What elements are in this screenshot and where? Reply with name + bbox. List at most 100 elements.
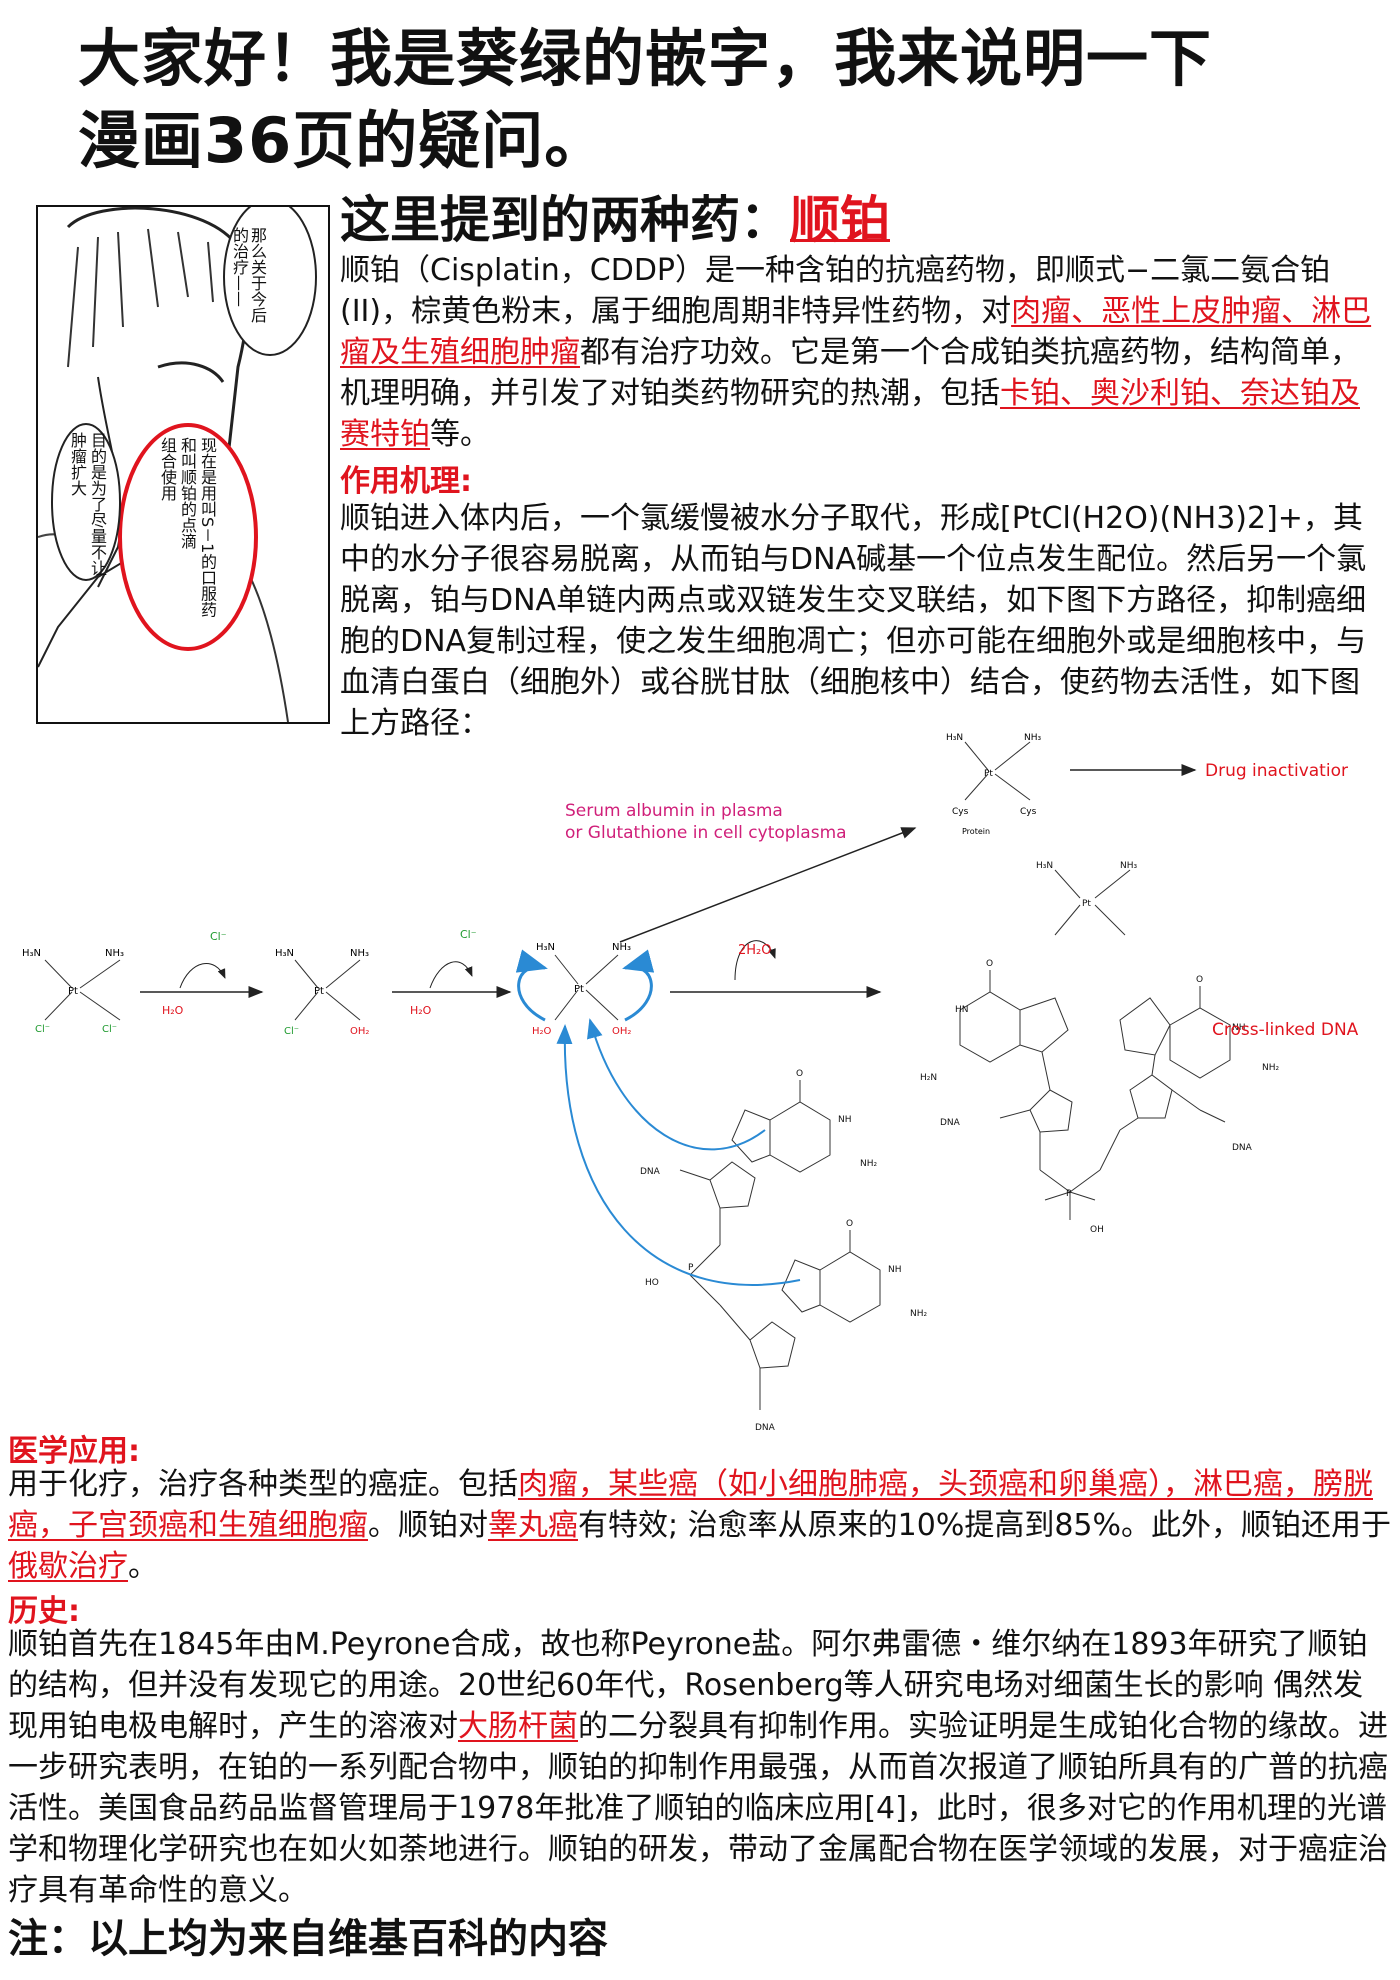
cisplatin-structure: H₃N NH₃ Pt Cl⁻ Cl⁻ bbox=[22, 948, 124, 1035]
cross-linked-labels: H₃N NH₃ Pt O O HN NH H₂N NH₂ DNA DNA P O… bbox=[920, 861, 1280, 1235]
svg-text:H₂O: H₂O bbox=[532, 1026, 552, 1037]
inactivation-arrow bbox=[619, 827, 917, 943]
svg-text:Pt: Pt bbox=[1082, 899, 1091, 909]
history-text-2: 的二分裂具有抑制作用。实验证明是生成铂化合物的缘故。进一步研究表明，在铂的一系列… bbox=[8, 1709, 1388, 1908]
medical-text-2: 。顺铂对 bbox=[368, 1508, 488, 1543]
medical-text-3: 有特效; 治愈率从原来的10%提高到85%。此外，顺铂还用于 bbox=[578, 1508, 1392, 1543]
history-highlight: 大肠杆菌 bbox=[458, 1709, 578, 1744]
svg-text:DNA: DNA bbox=[640, 1167, 661, 1177]
subhead-prefix: 这里提到的两种药： bbox=[340, 191, 790, 249]
manga-bubble-mid-2: 和叫顺铂的点滴 bbox=[178, 437, 197, 549]
svg-text:H₃N: H₃N bbox=[22, 948, 41, 959]
cl-minus-label-1: Cl⁻ bbox=[210, 930, 227, 943]
medical-text: 用于化疗，治疗各种类型的癌症。包括肉瘤，某些癌（如小细胞肺癌，头颈癌和卵巢癌），… bbox=[8, 1464, 1393, 1587]
svg-text:NH₂: NH₂ bbox=[860, 1159, 878, 1169]
svg-text:OH₂: OH₂ bbox=[350, 1026, 369, 1037]
svg-text:P: P bbox=[1066, 1189, 1072, 1199]
h2o-label-2: H₂O bbox=[410, 1004, 432, 1017]
cross-linked-dna-structure bbox=[959, 869, 1231, 1220]
curved-arrow-1 bbox=[179, 962, 226, 989]
history-text: 顺铂首先在1845年由M.Peyrone合成，故也称Peyrone盐。阿尔弗雷德… bbox=[8, 1624, 1393, 1911]
title-line-2: 漫画36页的疑问。 bbox=[78, 104, 608, 177]
svg-text:HO: HO bbox=[645, 1278, 659, 1288]
svg-text:NH: NH bbox=[888, 1265, 902, 1275]
svg-text:H₃N: H₃N bbox=[275, 948, 294, 959]
intro-highlight-2: 卡铂、奥沙利铂、奈达铂及赛特铂 bbox=[340, 376, 1360, 452]
svg-text:OH: OH bbox=[1090, 1225, 1104, 1235]
svg-text:Pt: Pt bbox=[574, 984, 584, 995]
medical-text-1: 用于化疗，治疗各种类型的癌症。包括 bbox=[8, 1467, 518, 1502]
history-text-1: 顺铂首先在1845年由M.Peyrone合成，故也称Peyrone盐。阿尔弗雷德… bbox=[8, 1627, 1368, 1744]
dna-strand-labels: O NH NH₂ DNA O P HO NH NH₂ DNA bbox=[640, 1069, 928, 1433]
binding-arrow-1 bbox=[587, 1018, 766, 1151]
mechanism-heading: 作用机理: bbox=[340, 464, 472, 499]
svg-text:Cl⁻: Cl⁻ bbox=[102, 1024, 117, 1035]
section-subhead: 这里提到的两种药：顺铂 bbox=[340, 180, 890, 252]
svg-text:Cys: Cys bbox=[1020, 807, 1037, 817]
svg-text:Pt: Pt bbox=[68, 986, 78, 997]
svg-text:Protein: Protein bbox=[962, 827, 990, 836]
svg-text:NH: NH bbox=[1232, 1023, 1246, 1033]
intro-highlight-1: 肉瘤、恶性上皮肿瘤、淋巴瘤及生殖细胞肿瘤 bbox=[340, 294, 1372, 370]
dna-strand-structure bbox=[679, 1080, 881, 1410]
reaction-diagram: H₃N NH₃ Pt Cl⁻ Cl⁻ Cl⁻ H₂O H₃N NH₃ Pt Cl… bbox=[22, 733, 1359, 1433]
medical-highlight-2: 睾丸癌 bbox=[488, 1508, 578, 1543]
h2o-label-1: H₂O bbox=[162, 1004, 184, 1017]
svg-text:HN: HN bbox=[955, 1005, 969, 1015]
manga-illustration bbox=[38, 207, 317, 722]
svg-text:NH₃: NH₃ bbox=[612, 942, 631, 953]
svg-text:Pt: Pt bbox=[984, 769, 993, 779]
manga-bubble-mid-1: 现在是用叫S－1的口服药 bbox=[198, 437, 217, 618]
serum-label-2: or Glutathione in cell cytoplasma bbox=[565, 823, 847, 843]
curved-arrow-2 bbox=[429, 961, 473, 989]
svg-text:NH₃: NH₃ bbox=[105, 948, 124, 959]
intro-text-1: 顺铂（Cisplatin，CDDP）是一种含铂的抗癌药物，即顺式−二氯二氨合铂(… bbox=[340, 253, 1331, 329]
intro-text-2: 都有治疗功效。它是第一个合成铂类抗癌药物，结构简单，机理明确，并引发了对铂类药物… bbox=[340, 335, 1360, 411]
history-heading: 历史: bbox=[8, 1594, 80, 1629]
manga-bubble-mid-3: 组合使用 bbox=[158, 437, 177, 501]
manga-bubble-left-2: 肿瘤扩大 bbox=[68, 432, 87, 496]
serum-label-1: Serum albumin in plasma bbox=[565, 801, 783, 821]
svg-text:Cys: Cys bbox=[952, 807, 969, 817]
subhead-drug: 顺铂 bbox=[790, 191, 890, 249]
curved-arrow-3 bbox=[734, 940, 776, 981]
mechanism-text: 顺铂进入体内后，一个氯缓慢被水分子取代，形成[PtCl(H2O)(NH3)2]+… bbox=[340, 501, 1367, 741]
svg-text:H₃N: H₃N bbox=[946, 733, 963, 743]
manga-panel: 那么关于今后的治疗—— 现在是用叫S－1的口服药 和叫顺铂的点滴 组合使用 目的… bbox=[36, 205, 330, 724]
svg-text:P: P bbox=[688, 1263, 694, 1273]
manga-bubble-left-1: 目的是为了尽量不让 bbox=[88, 432, 107, 576]
aquated-complex-1: H₃N NH₃ Pt Cl⁻ OH₂ bbox=[275, 948, 369, 1037]
protein-bound-complex: H₃N NH₃ Pt Cys Cys Protein bbox=[946, 733, 1042, 836]
page-title: 大家好！我是葵绿的嵌字，我来说明一下 漫画36页的疑问。 bbox=[78, 18, 1358, 182]
cl-minus-label-2: Cl⁻ bbox=[460, 928, 477, 941]
source-note: 注：以上均为来自维基百科的内容 bbox=[8, 1916, 608, 1962]
svg-text:O: O bbox=[1196, 975, 1203, 985]
intro-text-3: 等。 bbox=[430, 417, 490, 452]
drug-inactivation-label: Drug inactivatior bbox=[1205, 761, 1348, 781]
svg-text:H₂N: H₂N bbox=[920, 1073, 937, 1083]
svg-text:Pt: Pt bbox=[314, 986, 324, 997]
svg-text:NH: NH bbox=[838, 1115, 852, 1125]
svg-text:DNA: DNA bbox=[940, 1118, 961, 1128]
medical-highlight-3: 俄歇治疗 bbox=[8, 1549, 128, 1584]
svg-text:NH₂: NH₂ bbox=[910, 1309, 928, 1319]
svg-text:NH₃: NH₃ bbox=[1120, 861, 1138, 871]
binding-arrow-2 bbox=[556, 1024, 801, 1286]
svg-text:OH₂: OH₂ bbox=[612, 1026, 631, 1037]
svg-text:NH₃: NH₃ bbox=[350, 948, 369, 959]
svg-text:DNA: DNA bbox=[1232, 1143, 1253, 1153]
svg-text:O: O bbox=[796, 1069, 803, 1079]
medical-heading: 医学应用: bbox=[8, 1434, 140, 1469]
two-h2o-label: 2H₂O bbox=[738, 943, 772, 958]
svg-text:O: O bbox=[986, 959, 993, 969]
svg-text:H₃N: H₃N bbox=[536, 942, 555, 953]
svg-text:O: O bbox=[846, 1219, 853, 1229]
manga-bubble-top: 那么关于今后的治疗—— bbox=[230, 227, 267, 323]
svg-text:NH₂: NH₂ bbox=[1262, 1063, 1280, 1073]
svg-text:H₃N: H₃N bbox=[1036, 861, 1053, 871]
medical-highlight-1: 肉瘤，某些癌（如小细胞肺癌，头颈癌和卵巢癌），淋巴癌，膀胱癌，子宫颈癌和生殖细胞… bbox=[8, 1467, 1373, 1543]
medical-text-4: 。 bbox=[128, 1549, 158, 1584]
svg-text:Cl⁻: Cl⁻ bbox=[284, 1026, 299, 1037]
intro-paragraph: 顺铂（Cisplatin，CDDP）是一种含铂的抗癌药物，即顺式−二氯二氨合铂(… bbox=[340, 250, 1380, 455]
cross-linked-dna-label: Cross-linked DNA bbox=[1212, 1020, 1359, 1040]
